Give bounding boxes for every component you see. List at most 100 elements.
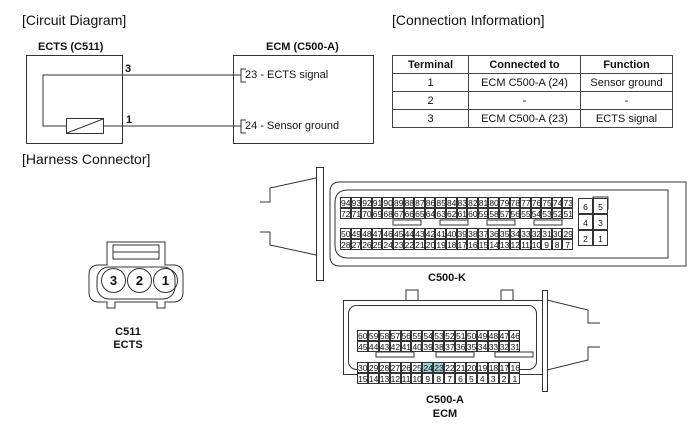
pin-33: 33 [487,341,499,352]
pin-41: 41 [435,228,446,239]
pin-55: 55 [411,330,423,341]
pin-32: 32 [530,228,542,239]
ects-box [26,55,123,144]
header-connected-to: Connected to [468,55,581,74]
pin-30: 30 [357,362,368,373]
table-row: 3 ECM C500-A (23) ECTS signal [392,109,673,128]
pin-53: 53 [433,330,445,341]
pin-58: 58 [378,330,390,341]
pin-47: 47 [498,330,510,341]
pin-9: 9 [541,239,552,250]
pin-71: 71 [350,208,362,219]
pin-85: 85 [435,197,446,208]
pin-81: 81 [477,197,489,208]
pin-40: 40 [411,341,423,352]
pin-17: 17 [456,239,468,250]
pin-50: 50 [340,228,351,239]
pin-8: 8 [433,373,445,384]
pin-54: 54 [530,208,542,219]
pin-73: 73 [562,197,574,208]
pin-23: 23 [433,362,445,373]
pin-29: 29 [562,228,574,239]
pin-39: 39 [456,228,468,239]
pin-24: 24 [422,362,434,373]
cell-function: Sensor ground [580,73,673,92]
pin-24: 24 [382,239,393,250]
pin-52: 52 [444,330,456,341]
pin-69: 69 [371,208,383,219]
pin-70: 70 [361,208,372,219]
pin-13: 13 [498,239,510,250]
pin-48: 48 [361,228,372,239]
pin-35: 35 [498,228,510,239]
wire-signal [42,74,241,127]
pin-21: 21 [455,362,466,373]
ecm-pin-24-label: 24 - Sensor ground [245,120,340,132]
pin-27: 27 [350,239,362,250]
table-row: 1 ECM C500-A (24) Sensor ground [392,73,673,92]
pin-14: 14 [367,373,379,384]
pin-92: 92 [361,197,372,208]
pin-14: 14 [488,239,499,250]
pin-2: 2 [578,230,593,246]
pin-28: 28 [340,239,351,250]
pin-20: 20 [424,239,436,250]
pin-43: 43 [378,341,390,352]
pin-50: 50 [465,330,477,341]
pin-58: 58 [488,208,499,219]
pin-25: 25 [371,239,383,250]
pin-18: 18 [487,362,499,373]
pin-25: 25 [411,362,423,373]
pin-57: 57 [389,330,401,341]
pin-8: 8 [551,239,563,250]
pin-55: 55 [520,208,531,219]
pin-72: 72 [340,208,351,219]
cell-terminal: 2 [392,91,469,110]
terminal-bracket [240,68,246,83]
pin-5: 5 [465,373,477,384]
cell-function: ECTS signal [580,109,673,128]
pin-56: 56 [509,208,521,219]
pin-22: 22 [444,362,456,373]
c500k-connector [260,167,687,281]
c500a-desc: ECM [432,408,458,420]
pin-28: 28 [378,362,390,373]
pin-38: 38 [467,228,478,239]
c511-pin-1: 1 [153,268,178,293]
pin-91: 91 [371,197,383,208]
pin-4: 4 [578,214,593,230]
pin-5: 5 [593,198,608,214]
pin-40: 40 [445,228,457,239]
c500a-name: C500-A [426,394,464,406]
pin-94: 94 [340,197,351,208]
pin-18: 18 [445,239,457,250]
pin-49: 49 [476,330,488,341]
pin-68: 68 [382,208,393,219]
pin-44: 44 [403,228,415,239]
pin-20: 20 [465,362,477,373]
pin-51: 51 [455,330,466,341]
pin-47: 47 [371,228,383,239]
pin-29: 29 [367,362,379,373]
pin-16: 16 [509,362,521,373]
pin-43: 43 [414,228,425,239]
circuit-diagram-title: [Circuit Diagram] [22,12,127,28]
pin-36: 36 [488,228,499,239]
pin-45: 45 [392,228,404,239]
pin-76: 76 [530,197,542,208]
pin-4: 4 [476,373,488,384]
pin-89: 89 [392,197,404,208]
pin-label-3: 3 [125,63,132,75]
header-terminal: Terminal [392,55,469,74]
pin-41: 41 [400,341,412,352]
cell-terminal: 3 [392,109,469,128]
pin-30: 30 [551,228,563,239]
pin-46: 46 [509,330,521,341]
pin-26: 26 [361,239,372,250]
c511-name: C511 [115,326,141,338]
